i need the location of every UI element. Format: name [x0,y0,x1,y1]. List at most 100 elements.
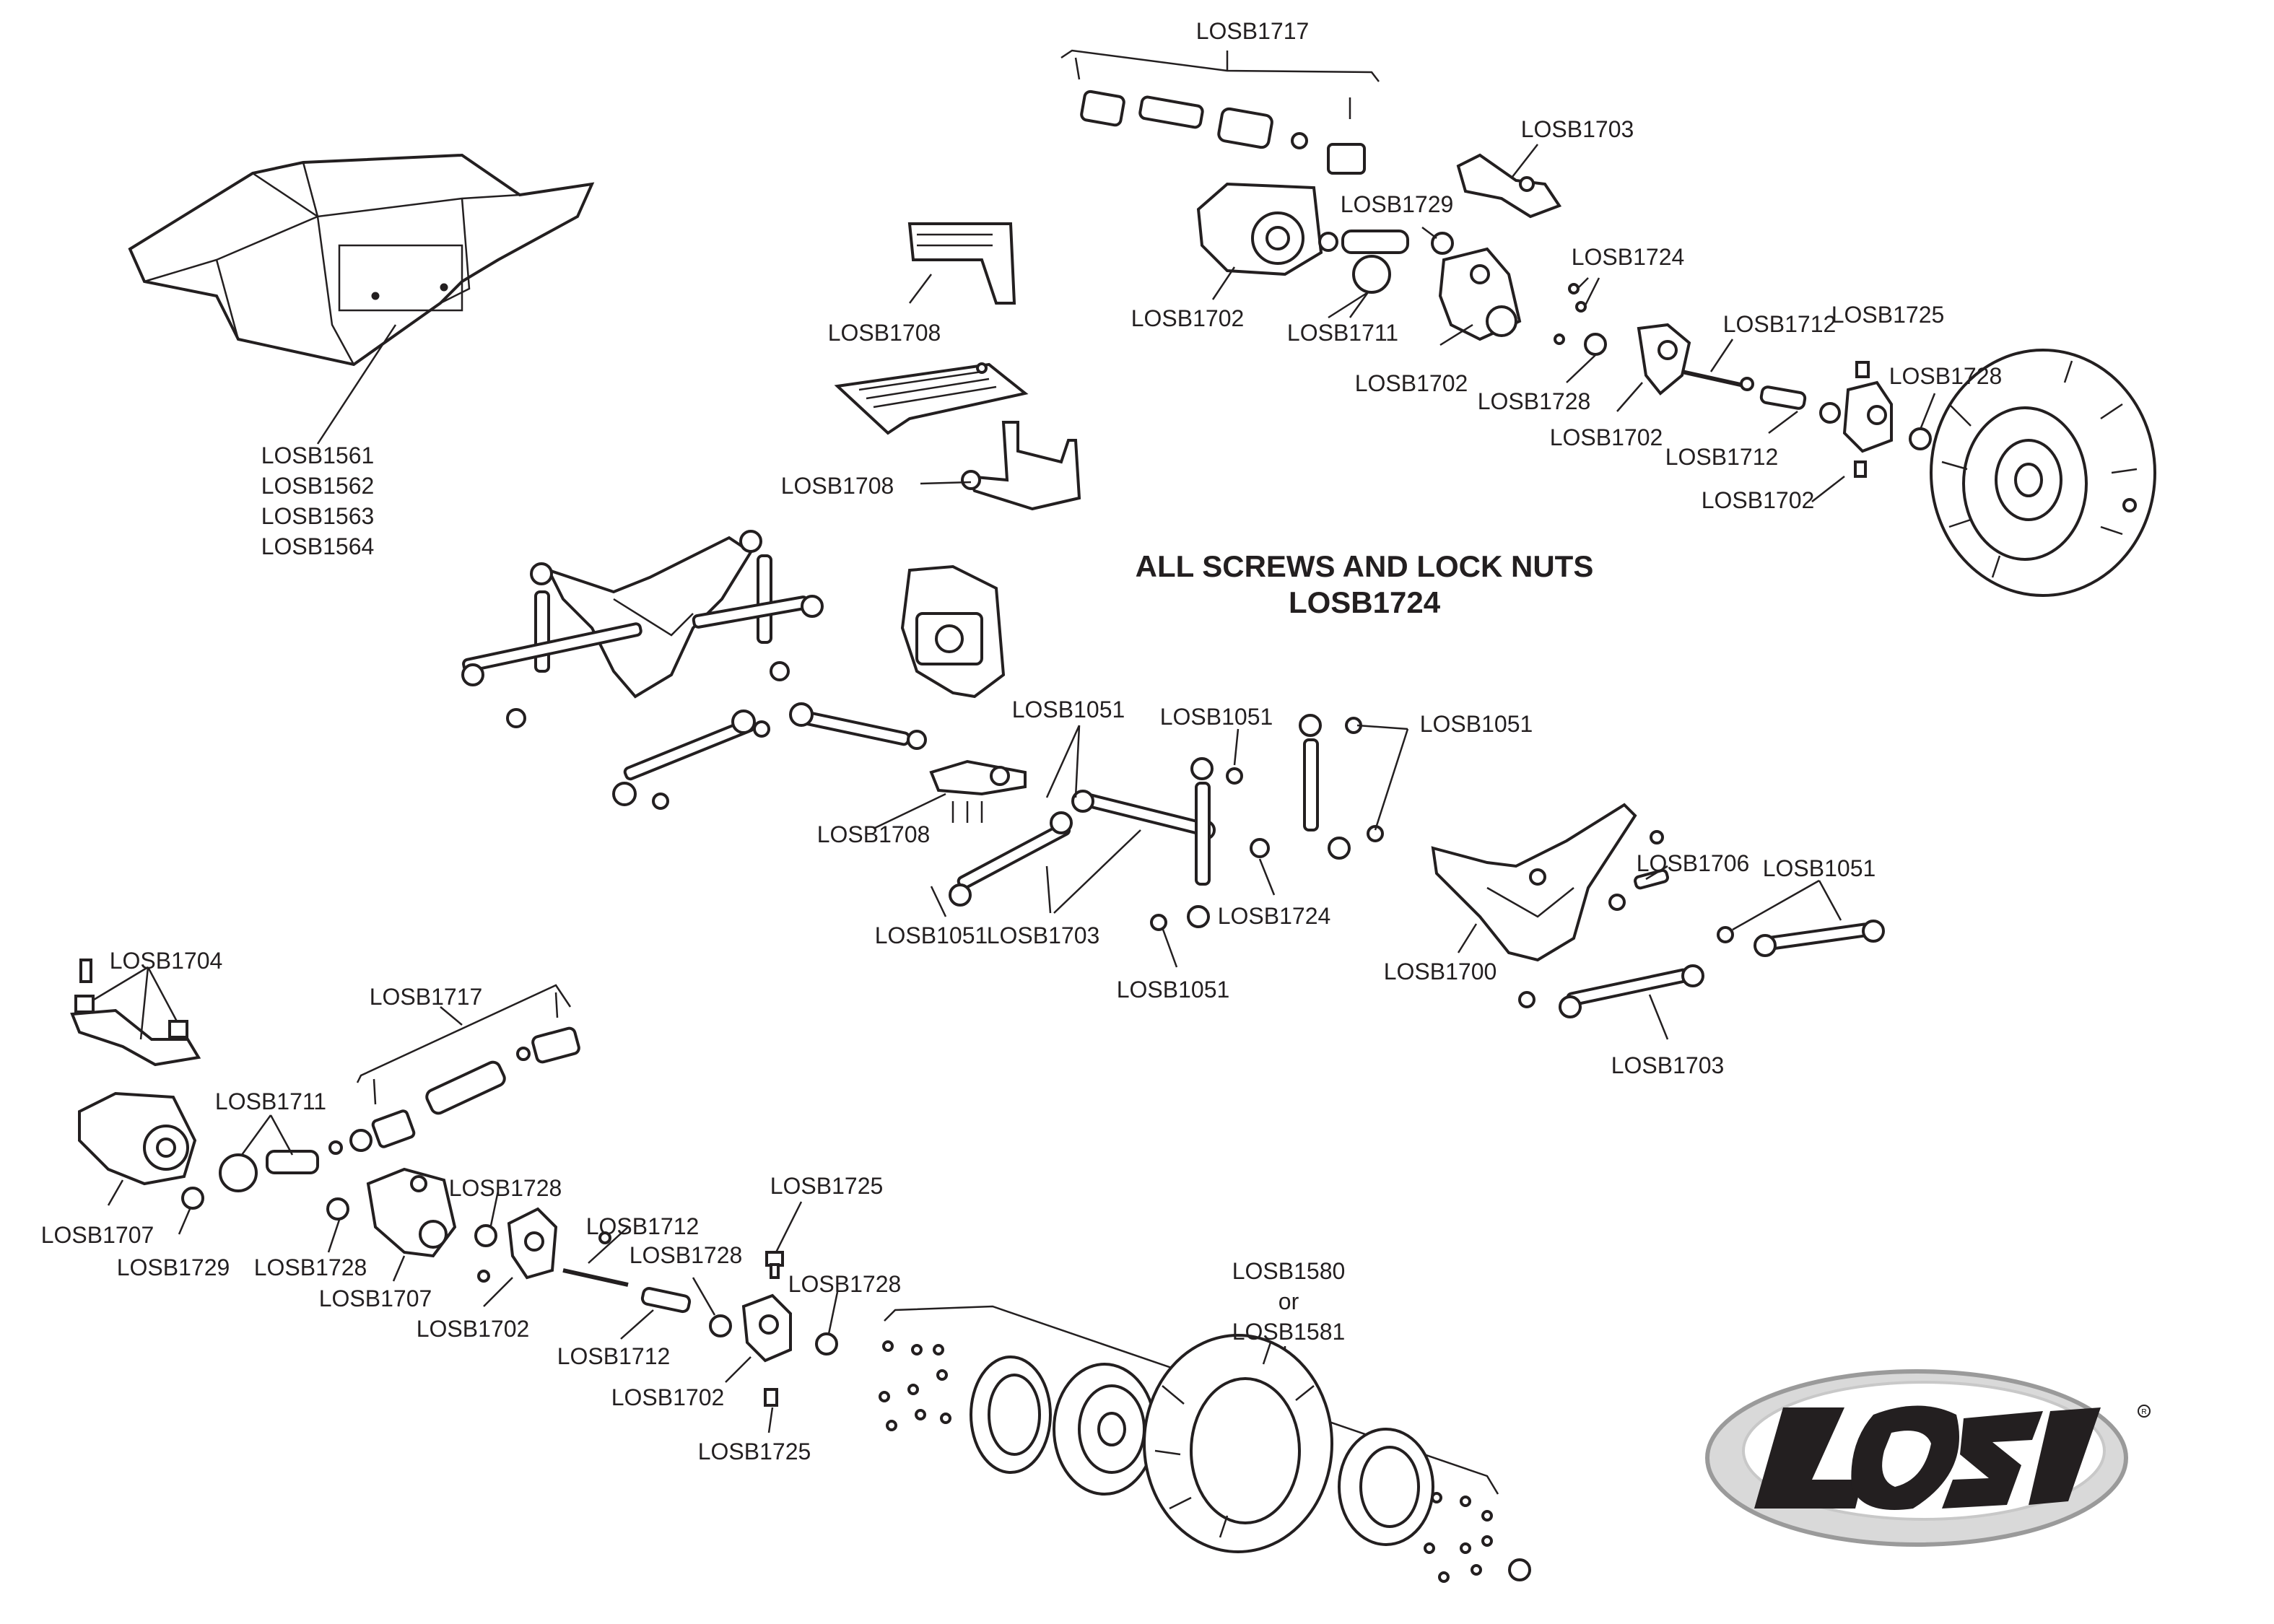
rear-bearing-hub [815,1332,838,1355]
rear-bearing [181,1187,204,1210]
lower-links-mid [612,702,927,810]
label-rear-knuckle: LOSB1702 [416,1316,530,1342]
label-axle-front: LOSB1712 [1722,311,1837,337]
label-driveshaft-rear: LOSB1717 [369,984,483,1010]
label-kingpin-front: LOSB1725 [1831,302,1945,328]
label-bearing-front: LOSB1729 [1340,191,1454,217]
rear-shock [1299,714,1384,860]
wheel-nut [1508,1558,1531,1581]
battery-tray [907,222,1016,305]
label-shock-mount-front: LOSB1703 [1520,116,1634,142]
label-links-rear: LOSB1703 [1611,1052,1725,1078]
label-rear-cover: LOSB1707 [318,1285,432,1311]
rear-tire [1143,1334,1333,1553]
rear-axle-stub [640,1287,692,1314]
label-wheel-1: LOSB1580 [1232,1258,1346,1284]
label-rear-ring-pinion: LOSB1711 [214,1088,327,1114]
label-rod-ends-3: LOSB1051 [1419,711,1533,737]
label-body-1: LOSB1561 [261,442,375,468]
front-hub-carrier [1842,380,1893,478]
label-body-2: LOSB1562 [261,473,375,499]
wheel-screws-left [879,1340,951,1431]
label-rear-kingpin-bottom: LOSB1725 [697,1439,811,1464]
label-wheel-3: LOSB1581 [1232,1319,1346,1345]
label-body-3: LOSB1563 [261,503,375,529]
front-bearing-hub [1909,427,1932,450]
mid-nut [1250,838,1270,858]
rear-bushing-2 [474,1224,497,1247]
front-axle [1681,370,1754,391]
label-servo-saver: LOSB1706 [1636,850,1750,876]
rear-axle [562,1231,629,1287]
rear-lower-link [1518,964,1704,1018]
rear-cover [366,1167,457,1258]
front-bushing [1584,333,1607,356]
skid-plate [834,362,1029,435]
wheel-screws-right [1424,1492,1493,1583]
rear-upper-link [1717,920,1885,957]
label-rod-ends-1: LOSB1051 [1011,697,1125,722]
rear-mount [70,959,201,1067]
label-nut-mid: LOSB1724 [1217,903,1331,929]
transmission [900,564,1006,699]
front-steering-knuckle [1637,323,1691,396]
front-axle-screws [1554,283,1587,345]
label-rear-axle-stub: LOSB1712 [557,1343,671,1369]
rear-shock-tower [1431,803,1637,962]
heading-line2: LOSB1724 [1288,585,1441,619]
center-shock-assembly [461,530,824,728]
mid-links [949,790,1216,907]
front-axle-stub [1759,385,1841,424]
label-shock-tower: LOSB1700 [1383,959,1497,985]
front-diff-cover [1438,247,1522,341]
label-body-4: LOSB1564 [261,533,375,559]
label-rear-bearing: LOSB1729 [116,1254,230,1280]
rear-bushing-1 [326,1197,349,1221]
label-rod-ends-4: LOSB1051 [874,922,988,948]
label-screws-front-axle: LOSB1724 [1571,244,1685,270]
label-rod-ends-2: LOSB1051 [1159,704,1273,730]
label-rear-hub-carrier: LOSB1702 [611,1384,725,1410]
servo-saver [1608,830,1669,911]
rear-kingpin-bottom [764,1388,778,1407]
front-tire [1930,349,2156,597]
body-shell [128,153,595,367]
label-link-mount: LOSB1708 [816,821,931,847]
label-rear-bushing-3: LOSB1728 [629,1242,743,1268]
front-bearing [1431,232,1454,255]
front-diff-housing [1196,182,1323,276]
wheel-rim [1053,1363,1156,1496]
rear-bushing-3 [709,1314,732,1337]
label-bearing-hub-front: LOSB1728 [1889,363,2003,389]
front-shock-mount [1456,153,1562,219]
label-diff-cover-front: LOSB1702 [1354,370,1468,396]
label-wheel-2: or [1278,1288,1299,1314]
label-bushing-front: LOSB1728 [1477,388,1591,414]
label-hub-carrier-front: LOSB1702 [1701,487,1815,513]
label-rear-axle: LOSB1712 [585,1213,700,1239]
label-rear-bearing-hub: LOSB1728 [788,1271,902,1297]
rear-hub-carrier [741,1293,792,1363]
label-rear-bushing-1: LOSB1728 [253,1254,367,1280]
label-rear-housing: LOSB1707 [40,1222,154,1248]
label-rear-mount: LOSB1704 [109,948,223,974]
label-axle-stub-front: LOSB1712 [1665,444,1779,470]
losi-logo: R [1705,1369,2151,1547]
rear-ring-pinion [219,1140,343,1192]
label-skid-top: LOSB1708 [827,320,941,346]
link-mount [929,759,1027,823]
rear-knuckle [477,1207,558,1283]
mid-shock [1150,757,1243,931]
label-rear-bushing-2: LOSB1728 [448,1175,562,1201]
front-kingpin [1855,361,1870,378]
label-driveshaft-front: LOSB1717 [1195,18,1310,44]
front-ring-pinion [1318,230,1409,294]
rear-housing [78,1091,197,1186]
beadlock-ring-inner [970,1355,1052,1474]
rear-kingpin-top [765,1251,784,1279]
label-skid-bottom: LOSB1708 [780,473,894,499]
label-diff-housing-front: LOSB1702 [1131,305,1245,331]
svg-text:R: R [2141,1408,2146,1416]
rear-driveshaft [349,992,580,1152]
